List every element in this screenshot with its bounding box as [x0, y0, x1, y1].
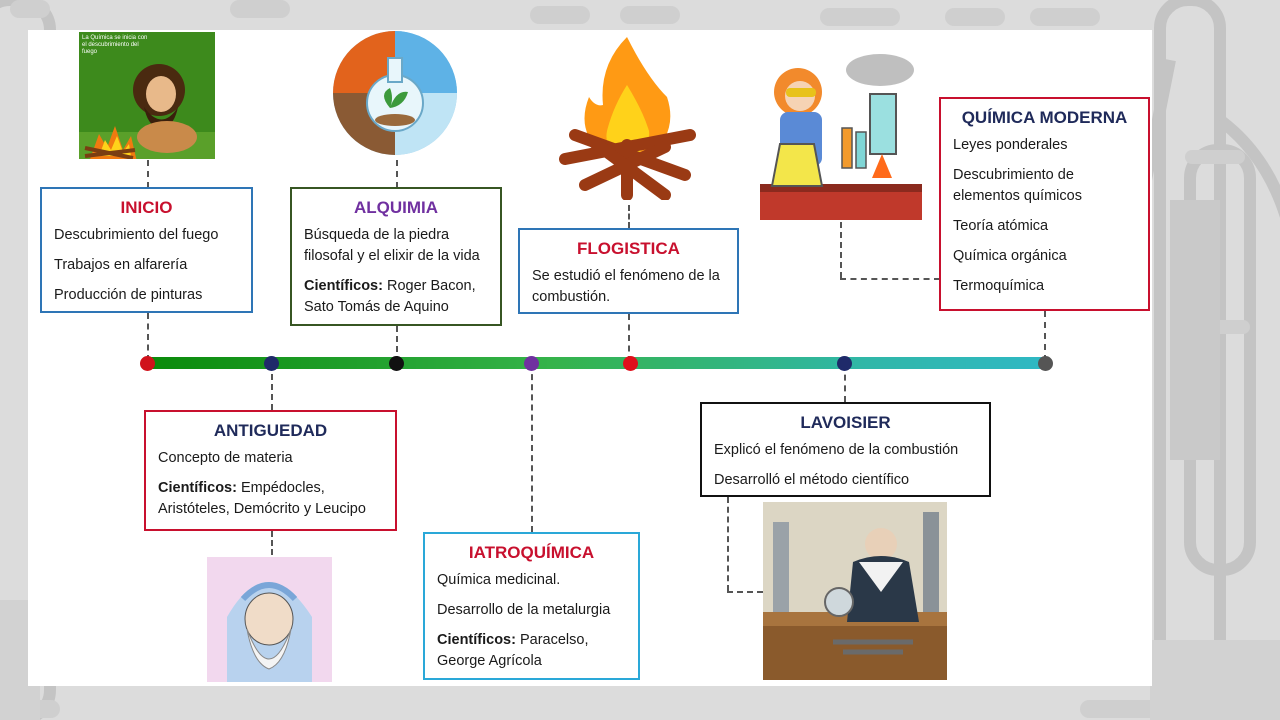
timeline-dot-alquimia	[388, 355, 404, 371]
event-moderna-line: Teoría atómica	[953, 218, 1049, 234]
scientists-label: Científicos:	[304, 278, 383, 294]
timeline-dot-inicio	[139, 355, 155, 371]
event-flogistica-desc: Se estudió el fenómeno de la combustión.	[532, 268, 720, 305]
event-inicio-line: Trabajos en alfarería	[54, 257, 188, 273]
caveman-caption: La Química se inicia con el descubrimien…	[82, 35, 148, 55]
event-moderna-line: Termoquímica	[953, 278, 1045, 294]
event-flogistica-title: FLOGISTICA	[577, 239, 680, 258]
event-antiguedad-scientists: Científicos: Empédocles, Aristóteles, De…	[158, 478, 383, 520]
timeline-bar	[145, 357, 1047, 369]
event-iatroquimica-title: IATROQUÍMICA	[468, 543, 595, 562]
connector-inicio	[147, 313, 149, 361]
event-antiguedad-desc: Concepto de materia	[158, 450, 293, 466]
connector-moderna-img-h	[840, 278, 940, 280]
connector-antiguedad-img	[271, 531, 273, 555]
scientists-label: Científicos:	[158, 480, 237, 496]
scientists-label: Científicos:	[437, 632, 516, 648]
connector-lavoisier	[844, 364, 846, 402]
event-quimica-moderna: QUÍMICA MODERNA Leyes ponderales Descubr…	[939, 97, 1150, 311]
event-iatroquimica-scientists: Científicos: Paracelso, George Agrícola	[437, 630, 626, 672]
event-lavoisier: LAVOISIER Explicó el fenómeno de la comb…	[700, 402, 991, 497]
timeline-dot-lavoisier	[836, 355, 852, 371]
event-moderna-line: Descubrimiento de elementos químicos	[953, 167, 1082, 204]
event-flogistica: FLOGISTICA Se estudió el fenómeno de la …	[518, 228, 739, 314]
event-inicio: INICIO Descubrimiento del fuego Trabajos…	[40, 187, 253, 313]
event-moderna-title: QUÍMICA MODERNA	[961, 108, 1128, 127]
scientists-names: Roger Bacon, Sato Tomás de Aquino	[304, 278, 476, 315]
connector-alquimia	[396, 326, 398, 362]
timeline-dot-flogistica	[622, 355, 638, 371]
event-alquimia-desc: Búsqueda de la piedra filosofal y el eli…	[304, 227, 480, 264]
campfire-image	[559, 37, 696, 200]
timeline-dot-antiguedad	[263, 355, 279, 371]
alchemy-flask-image	[333, 31, 457, 155]
event-lavoisier-line: Explicó el fenómeno de la combustión	[714, 442, 959, 458]
event-alquimia-title: ALQUIMIA	[353, 198, 439, 217]
connector-alquimia-img	[396, 160, 398, 188]
timeline-dot-moderna	[1037, 355, 1053, 371]
event-iatroquimica-line: Desarrollo de la metalurgia	[437, 602, 611, 618]
event-antiguedad-title: ANTIGUEDAD	[213, 421, 328, 440]
event-iatroquimica-line: Química medicinal.	[437, 572, 561, 588]
connector-moderna-img	[840, 222, 842, 278]
connector-iatroquimica	[531, 364, 533, 532]
event-lavoisier-title: LAVOISIER	[800, 413, 891, 432]
connector-flogistica-img	[628, 205, 630, 228]
event-inicio-title: INICIO	[120, 198, 173, 217]
event-lavoisier-line: Desarrolló el método científico	[714, 472, 910, 488]
connector-antiguedad	[271, 364, 273, 410]
lavoisier-lab-image	[763, 502, 947, 680]
event-alquimia-scientists: Científicos: Roger Bacon, Sato Tomás de …	[304, 276, 488, 318]
connector-lavoisier-img-h	[727, 591, 763, 593]
event-alquimia: ALQUIMIA Búsqueda de la piedra filosofal…	[290, 187, 502, 326]
event-moderna-line: Leyes ponderales	[953, 137, 1068, 153]
connector-flogistica	[628, 314, 630, 362]
caveman-fire-image	[79, 32, 215, 159]
timeline-dot-iatroquimica	[523, 355, 539, 371]
connector-moderna	[1044, 311, 1046, 361]
event-inicio-line: Producción de pinturas	[54, 287, 203, 303]
event-inicio-line: Descubrimiento del fuego	[54, 227, 219, 243]
event-moderna-line: Química orgánica	[953, 248, 1067, 264]
scientists-names: Empédocles, Aristóteles, Demócrito y Leu…	[158, 480, 366, 517]
event-antiguedad: ANTIGUEDAD Concepto de materia Científic…	[144, 410, 397, 531]
scientists-names: Paracelso, George Agrícola	[437, 632, 589, 669]
connector-inicio-img	[147, 160, 149, 188]
philosopher-image	[207, 557, 332, 682]
event-iatroquimica: IATROQUÍMICA Química medicinal. Desarrol…	[423, 532, 640, 680]
connector-lavoisier-img	[727, 497, 729, 591]
chemist-girl-image	[760, 48, 922, 220]
